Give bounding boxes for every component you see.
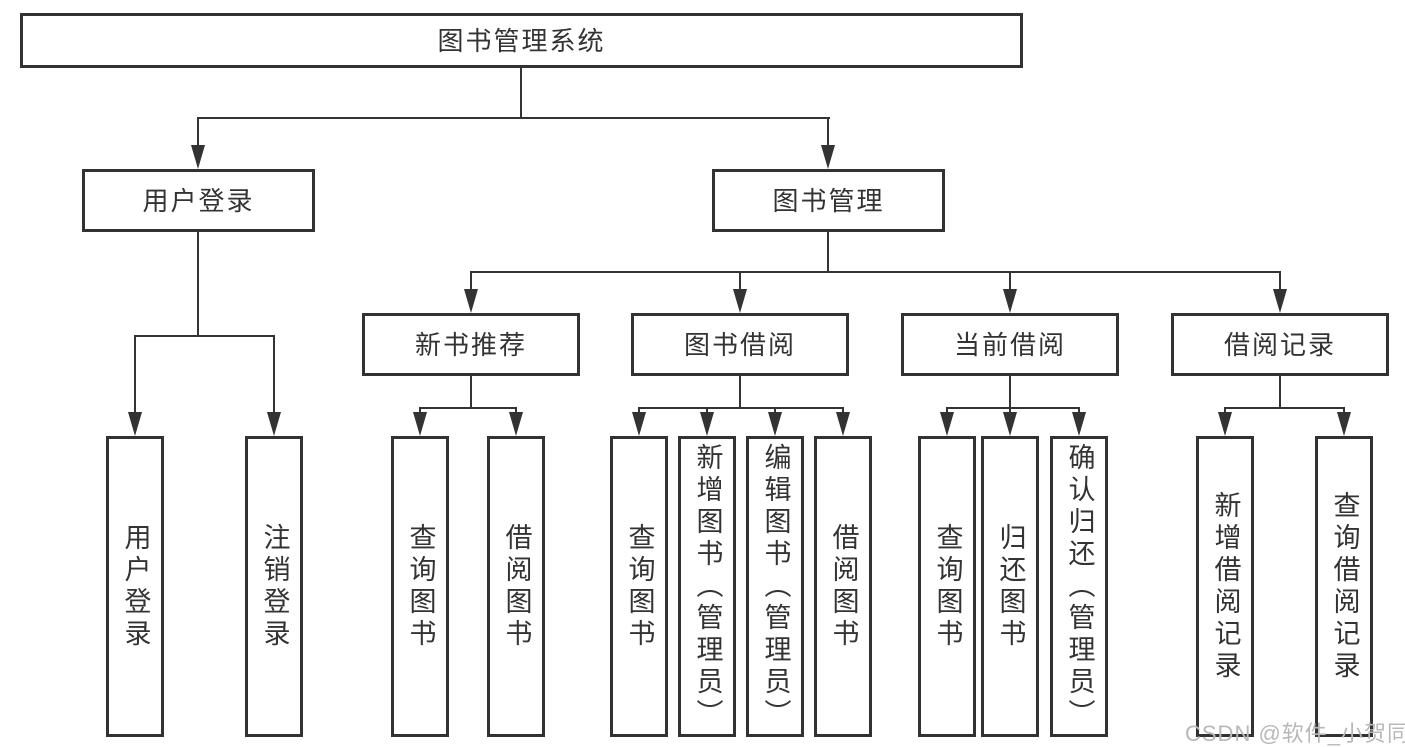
- connector-line: [515, 407, 517, 415]
- connector-line: [946, 407, 948, 415]
- node-current-borrow: 当前借阅: [901, 313, 1119, 376]
- arrowhead-down: [1072, 412, 1086, 436]
- node-book-management: 图书管理: [712, 169, 945, 232]
- arrowhead-down: [1003, 289, 1017, 313]
- connector-line: [1078, 407, 1080, 415]
- connector-line: [1224, 407, 1226, 415]
- arrowhead-down: [940, 412, 954, 436]
- connector-line: [1343, 407, 1345, 415]
- node-new-book-recommend: 新书推荐: [362, 313, 580, 376]
- arrowhead-down: [509, 412, 523, 436]
- arrowhead-down: [128, 412, 142, 436]
- node-borrow-records: 借阅记录: [1171, 313, 1389, 376]
- arrowhead-down: [1218, 412, 1232, 436]
- connector-line: [827, 232, 829, 273]
- connector-line: [774, 407, 776, 415]
- leaf-edit-books-admin: 编辑图书（管理员）: [746, 436, 804, 737]
- connector-line: [1279, 376, 1281, 409]
- connector-line: [1009, 407, 1011, 415]
- connector-line: [842, 407, 844, 415]
- connector-line: [197, 117, 830, 119]
- leaf-add-books-admin: 新增图书（管理员）: [678, 436, 736, 737]
- arrowhead-down: [267, 412, 281, 436]
- connector-line: [1009, 271, 1011, 291]
- connector-line: [827, 117, 829, 147]
- arrowhead-down: [413, 412, 427, 436]
- connector-line: [1224, 407, 1345, 409]
- connector-line: [470, 376, 472, 409]
- leaf-borrow-books: 借阅图书: [814, 436, 872, 737]
- arrowhead-down: [1337, 412, 1351, 436]
- connector-line: [197, 117, 199, 147]
- connector-line: [273, 335, 275, 414]
- leaf-query-books-recommend: 查询图书: [391, 436, 449, 737]
- leaf-return-books: 归还图书: [981, 436, 1039, 737]
- connector-line: [1009, 376, 1011, 409]
- connector-line: [1279, 271, 1281, 291]
- leaf-logout: 注销登录: [245, 436, 303, 737]
- connector-line: [470, 271, 472, 291]
- arrowhead-down: [464, 289, 478, 313]
- connector-line: [739, 376, 741, 409]
- leaf-confirm-return-admin: 确认归还（管理员）: [1050, 436, 1108, 737]
- arrowhead-down: [733, 289, 747, 313]
- arrowhead-down: [836, 412, 850, 436]
- connector-line: [134, 335, 275, 337]
- leaf-user-login: 用户登录: [106, 436, 164, 737]
- connector-line: [470, 271, 1281, 273]
- connector-line: [419, 407, 421, 415]
- arrowhead-down: [700, 412, 714, 436]
- leaf-query-books-borrow: 查询图书: [610, 436, 668, 737]
- connector-line: [706, 407, 708, 415]
- connector-line: [419, 407, 517, 409]
- arrowhead-down: [1003, 412, 1017, 436]
- connector-line: [739, 271, 741, 291]
- arrowhead-down: [821, 145, 835, 169]
- node-book-borrow: 图书借阅: [631, 313, 849, 376]
- arrowhead-down: [1273, 289, 1287, 313]
- connector-line: [197, 232, 199, 337]
- connector-line: [134, 335, 136, 414]
- arrowhead-down: [768, 412, 782, 436]
- connector-line: [638, 407, 640, 415]
- leaf-add-borrow-record: 新增借阅记录: [1196, 436, 1254, 737]
- csdn-watermark: CSDN @软件_小贺同学: [1185, 721, 1405, 746]
- leaf-query-books-current: 查询图书: [918, 436, 976, 737]
- leaf-borrow-books-recommend: 借阅图书: [487, 436, 545, 737]
- node-user-login: 用户登录: [82, 169, 315, 232]
- connector-line: [520, 68, 522, 118]
- connector-line: [638, 407, 844, 409]
- arrowhead-down: [632, 412, 646, 436]
- arrowhead-down: [191, 145, 205, 169]
- leaf-query-borrow-record: 查询借阅记录: [1315, 436, 1373, 737]
- connector-line: [946, 407, 1080, 409]
- node-system-root: 图书管理系统: [20, 13, 1023, 68]
